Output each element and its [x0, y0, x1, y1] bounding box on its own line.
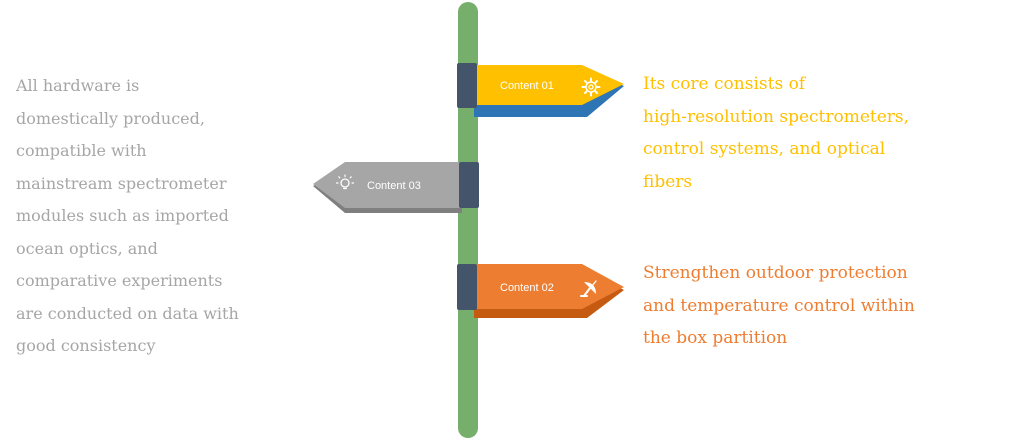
sign-content-02: Content 02: [474, 264, 624, 318]
lightbulb-icon: [335, 174, 355, 190]
pole-band-content-02: [457, 264, 477, 310]
sign-content-03: Content 03: [313, 162, 462, 213]
signpost-pole: [458, 2, 478, 438]
sign-content-01-board: [474, 65, 624, 105]
sign-content-01-label: Content 01: [500, 80, 554, 92]
satellite-dish-icon: [580, 280, 597, 297]
sign-content-03-board: [313, 162, 462, 208]
content-02-description: Strengthen outdoor protection and temper…: [643, 263, 915, 348]
gear-icon: [581, 77, 601, 97]
pole-band-content-03: [459, 162, 479, 208]
pole-band-content-01: [457, 63, 477, 108]
sign-content-03-label: Content 03: [367, 180, 421, 192]
sign-content-02-board: [474, 264, 624, 309]
content-01-description: Its core consists of high-resolution spe…: [643, 74, 910, 192]
sign-content-01: Content 01: [474, 65, 624, 117]
sign-content-02-label: Content 02: [500, 282, 554, 294]
content-03-description: All hardware is domestically produced, c…: [16, 76, 239, 355]
